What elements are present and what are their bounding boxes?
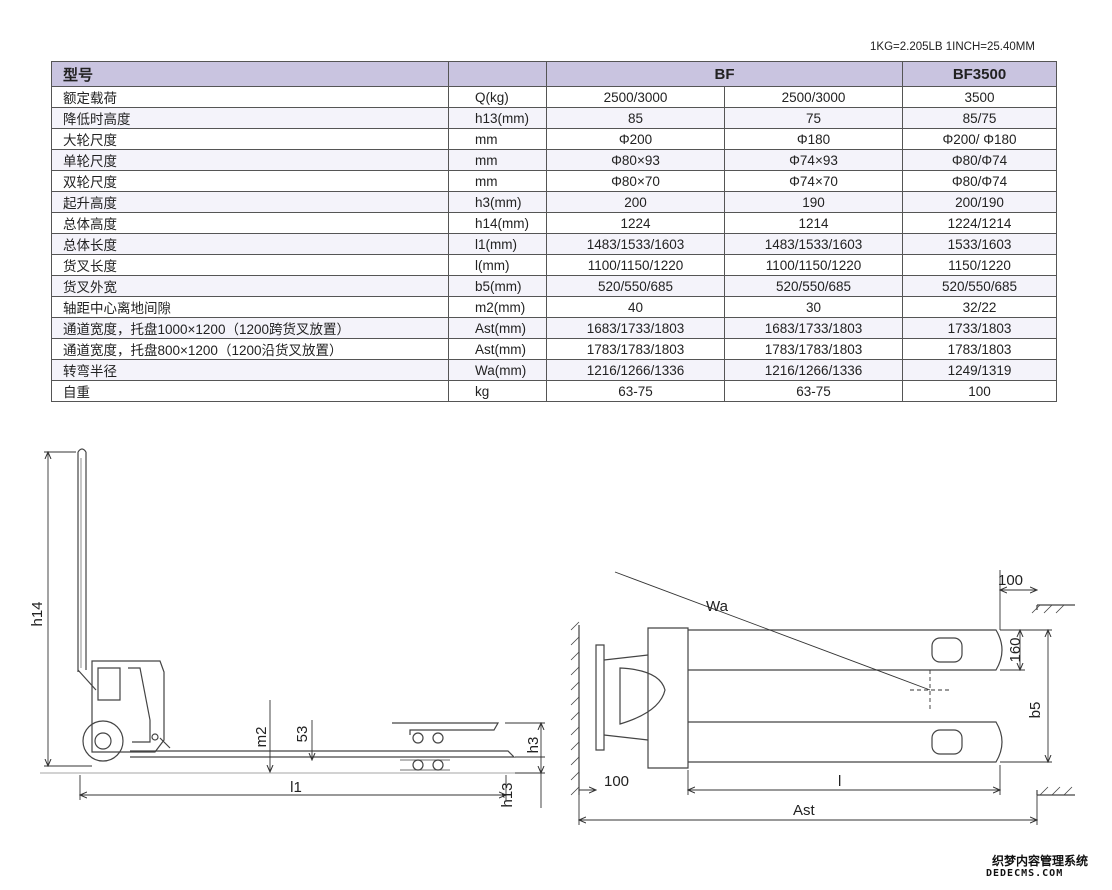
row-name: 单轮尺度 (51, 149, 449, 171)
handle-top (595, 644, 605, 751)
fork-lower (130, 737, 516, 758)
label-l: l (838, 773, 841, 790)
watermark-url: DEDECMS.COM (986, 868, 1064, 879)
row-bf-2: 75 (724, 107, 903, 129)
row-unit: l1(mm) (448, 233, 547, 255)
row-unit: Wa(mm) (448, 359, 547, 381)
fork-top-upper (688, 629, 1003, 671)
label-b5: b5 (1027, 702, 1044, 719)
row-unit: l(mm) (448, 254, 547, 276)
header-unit (448, 61, 547, 87)
row-bf3500: 1533/1603 (902, 233, 1057, 255)
row-bf-1: 520/550/685 (546, 275, 725, 297)
label-m2: m2 (253, 727, 270, 748)
chassis-top (647, 627, 689, 769)
row-name: 货叉外宽 (51, 275, 449, 297)
row-name: 起升高度 (51, 191, 449, 213)
label-100-top: 100 (998, 572, 1023, 589)
row-name: 通道宽度，托盘1000×1200（1200跨货叉放置） (51, 317, 449, 339)
row-bf-1: 1483/1533/1603 (546, 233, 725, 255)
row-name: 降低时高度 (51, 107, 449, 129)
label-ast: Ast (793, 802, 816, 819)
fork-raised (392, 722, 500, 735)
pump-detail (77, 667, 151, 743)
row-name: 总体长度 (51, 233, 449, 255)
row-bf3500: 520/550/685 (902, 275, 1057, 297)
row-unit: b5(mm) (448, 275, 547, 297)
label-100-bottom: 100 (604, 773, 629, 790)
label-h14: h14 (29, 601, 46, 626)
spec-row: 通道宽度，托盘1000×1200（1200跨货叉放置）Ast(mm)1683/1… (51, 317, 1057, 339)
row-bf3500: Φ200/ Φ180 (902, 128, 1057, 150)
top-view-drawing (570, 604, 1075, 796)
row-bf-2: Φ74×93 (724, 149, 903, 171)
label-l1: l1 (290, 779, 302, 796)
unit-conversion-note: 1KG=2.205LB 1INCH=25.40MM (870, 41, 1035, 53)
row-bf-1: Φ80×93 (546, 149, 725, 171)
row-bf3500: 1249/1319 (902, 359, 1057, 381)
load-roller-raised (412, 732, 424, 744)
row-bf-1: 1100/1150/1220 (546, 254, 725, 276)
row-unit: h14(mm) (448, 212, 547, 234)
row-bf-1: 1683/1733/1803 (546, 317, 725, 339)
label-53: 53 (294, 726, 311, 743)
row-unit: Ast(mm) (448, 338, 547, 360)
row-unit: kg (448, 380, 547, 402)
row-bf-2: 520/550/685 (724, 275, 903, 297)
pump-body (91, 660, 165, 753)
side-view-dimensions (44, 452, 545, 808)
watermark-title: 织梦内容管理系统 (992, 854, 1089, 868)
row-bf3500: 85/75 (902, 107, 1057, 129)
row-name: 自重 (51, 380, 449, 402)
wa-line (614, 571, 931, 691)
row-bf-2: Φ180 (724, 128, 903, 150)
row-unit: Q(kg) (448, 86, 547, 108)
row-bf3500: 100 (902, 380, 1057, 402)
label-h3: h3 (525, 737, 542, 754)
load-roller-lower (412, 759, 424, 771)
label-wa: Wa (706, 598, 729, 615)
side-view-drawing (40, 448, 540, 774)
row-bf3500: 200/190 (902, 191, 1057, 213)
steer-wheel (82, 720, 124, 762)
handle-shaft (77, 448, 87, 672)
row-bf-2: 1216/1266/1336 (724, 359, 903, 381)
row-bf3500: 1733/1803 (902, 317, 1057, 339)
fork-top-lower (688, 721, 1003, 763)
header-bf3500: BF3500 (902, 61, 1057, 87)
row-bf-2: 63-75 (724, 380, 903, 402)
top-view-dimensions (579, 570, 1052, 825)
spec-table-header: 型号 BF BF3500 (51, 61, 1057, 87)
label-160: 160 (1007, 637, 1024, 662)
row-bf-1: 200 (546, 191, 725, 213)
label-h13: h13 (499, 782, 516, 807)
